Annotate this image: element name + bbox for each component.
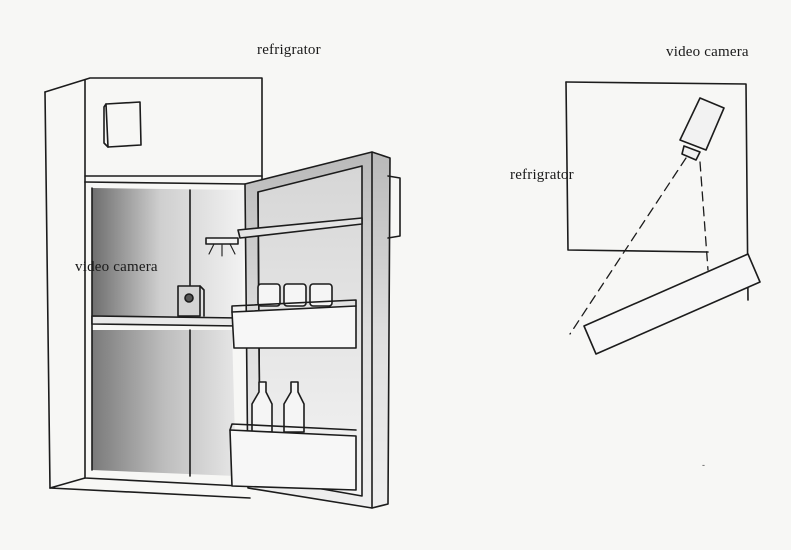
label-refrigerator-title: refrigrator (257, 42, 321, 58)
video-camera-device (177, 285, 205, 317)
freezer-door-handle (103, 101, 142, 148)
plan-camera-view-lines (569, 157, 709, 335)
fridge-shelf (91, 315, 241, 327)
door-jars (257, 283, 333, 307)
label-plan-video-camera: video camera (666, 44, 749, 60)
interior-light (205, 237, 239, 257)
label-video-camera-inside: video camera (75, 259, 158, 275)
fridge-interior (91, 187, 244, 477)
door-bottles (251, 381, 305, 433)
plan-open-door (583, 253, 761, 355)
plan-video-camera (679, 97, 725, 161)
door-shelf-lower (229, 423, 357, 491)
label-plan-refrigerator: refrigrator (510, 167, 574, 183)
scan-mark: - (702, 460, 705, 470)
door-rail-upper (237, 217, 363, 239)
refrigerator-body (44, 77, 263, 499)
door-shelf-upper (231, 299, 357, 349)
plan-refrigerator (565, 81, 749, 301)
